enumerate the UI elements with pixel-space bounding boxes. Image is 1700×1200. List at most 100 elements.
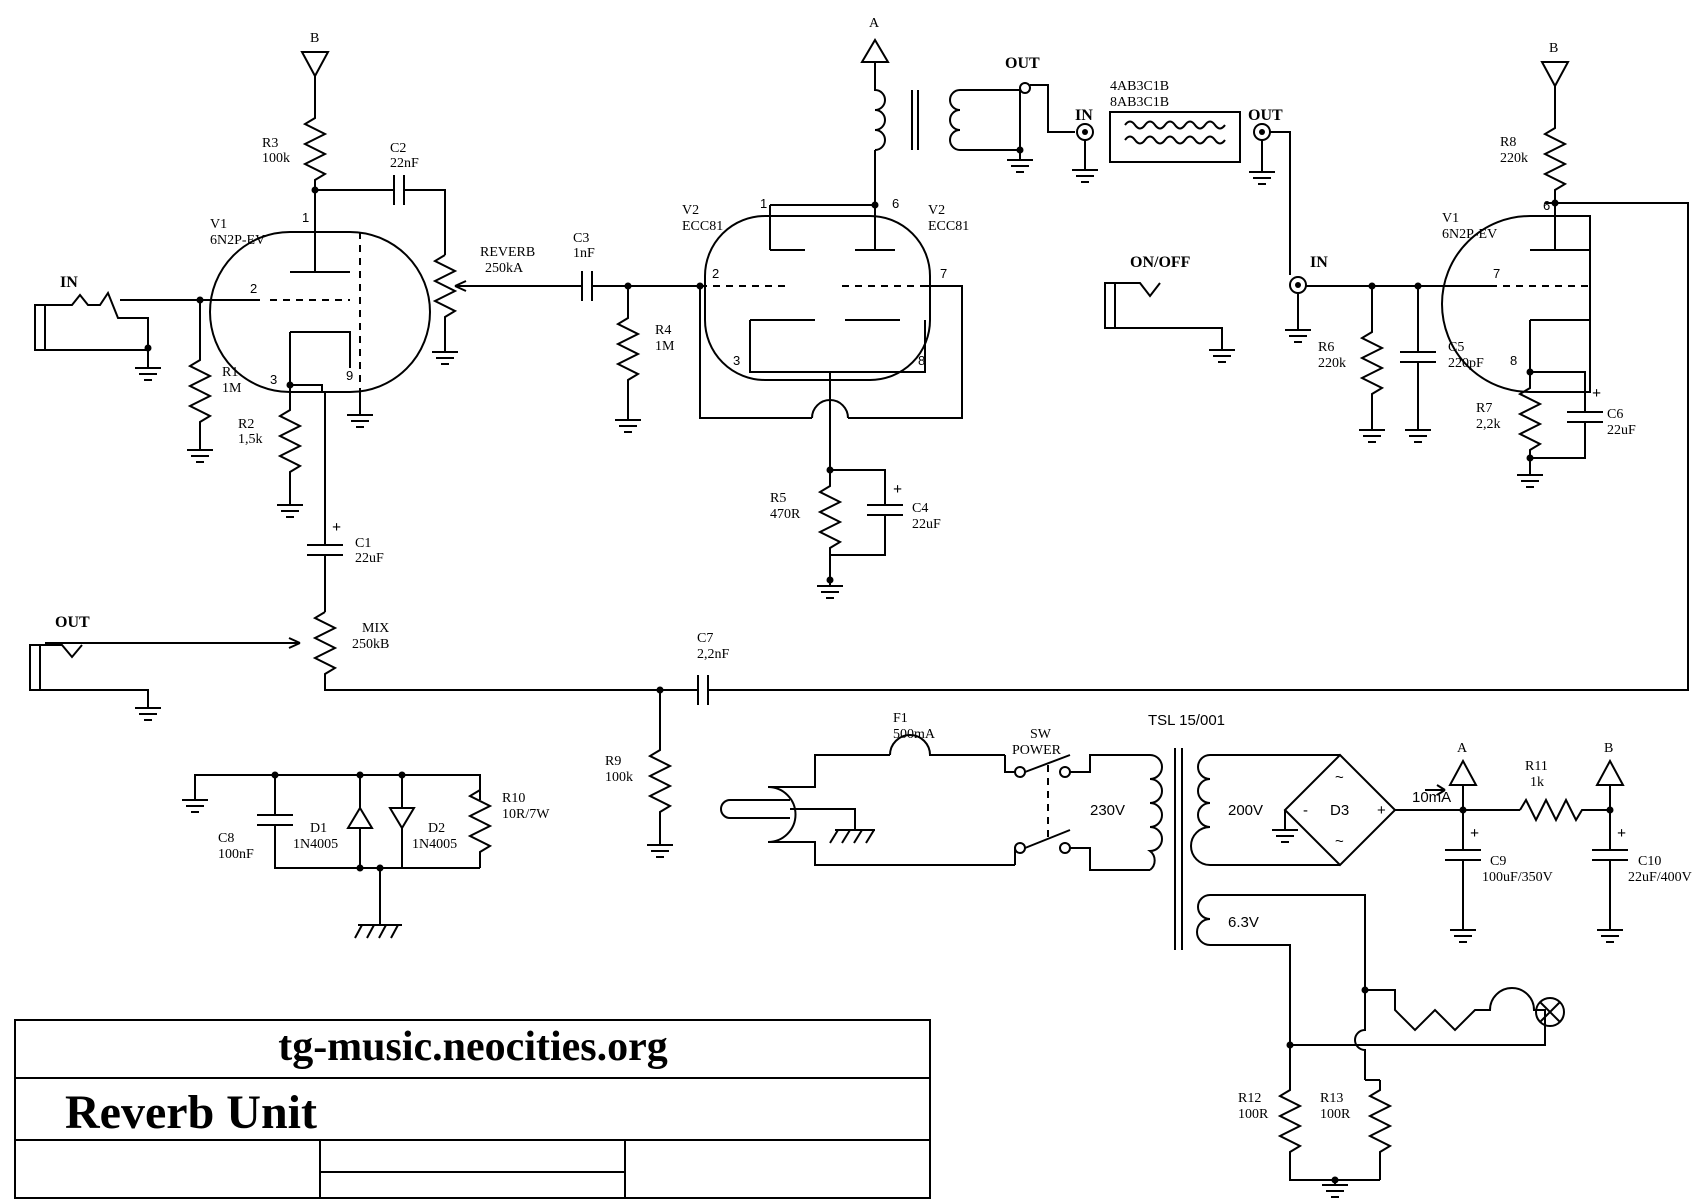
- ac-symbol: ~: [1335, 769, 1344, 786]
- c7-value: 2,2nF: [697, 647, 730, 662]
- v2-right-ref: V2: [928, 203, 945, 218]
- mix-value: 250kB: [352, 637, 389, 652]
- ground-icon: [187, 449, 213, 463]
- r5-ref: R5: [770, 491, 786, 506]
- v63-label: 6.3V: [1228, 914, 1259, 931]
- d2-value: 1N4005: [412, 837, 457, 852]
- capacitor-c3: [568, 271, 700, 301]
- mix-pot: [312, 202, 1689, 691]
- r1-value: 1M: [222, 381, 242, 396]
- rail-b-label: B: [310, 31, 319, 46]
- c2-value: 22nF: [390, 156, 419, 171]
- pin-label: 2: [250, 281, 257, 296]
- reverb-ref: REVERB: [480, 245, 535, 260]
- mains-plug-icon: [720, 799, 790, 819]
- tank-return-out-label: OUT: [1248, 107, 1283, 124]
- ground-icon: [1517, 474, 1543, 488]
- pin-label: 3: [270, 372, 277, 387]
- r7-ref: R7: [1476, 401, 1492, 416]
- transformer-label: TSL 15/001: [1148, 712, 1225, 729]
- c10-value: 22uF/400V: [1628, 870, 1692, 885]
- ground-icon: [647, 844, 673, 858]
- ground-icon: [1359, 429, 1385, 443]
- ground-lift: C8 100nF D1 1N4005 D2 1N4005 R10 10R/7W: [182, 771, 550, 939]
- resistor-r4: [615, 286, 641, 420]
- resistor-r3: [302, 76, 328, 192]
- r10-value: 10R/7W: [502, 807, 550, 822]
- output-jack-label: OUT: [55, 614, 90, 631]
- r13-value: 100R: [1320, 1107, 1351, 1122]
- sw-ref: SW: [1030, 727, 1052, 742]
- tank-model-1: 4AB3C1B: [1110, 79, 1169, 94]
- c2-ref: C2: [390, 141, 406, 156]
- output-jack-icon: [29, 644, 41, 691]
- input-stage: IN R1 1M 1 2 3 9 V1 6N2P-EV B R3 100k C2: [29, 31, 1689, 721]
- tank-model-2: 8AB3C1B: [1110, 95, 1169, 110]
- polarity-plus: +: [1592, 385, 1601, 402]
- diode-d1: [346, 775, 374, 868]
- resistor-r11: [1519, 797, 1610, 823]
- resistor-r6: [1359, 286, 1385, 430]
- chassis-ground-icon: [354, 868, 402, 939]
- output-transformer-secondary: [949, 89, 1020, 151]
- r9-value: 100k: [605, 770, 633, 785]
- d1-value: 1N4005: [293, 837, 338, 852]
- ground-icon: [135, 707, 161, 721]
- input-jack-icon: [34, 304, 46, 351]
- capacitor-c10: [1592, 810, 1628, 930]
- resistor-r7: [1517, 372, 1543, 475]
- r1-ref: R1: [222, 365, 238, 380]
- v1-right-ref: V1: [1442, 211, 1459, 226]
- power-transformer-primary: [1147, 754, 1163, 871]
- c3-value: 1nF: [573, 246, 595, 261]
- resistor-r10: [467, 775, 493, 868]
- resistor-r8: [1542, 86, 1568, 203]
- polarity-plus: +: [893, 481, 902, 498]
- ground-icon: [1322, 1180, 1348, 1198]
- v2-left-type: ECC81: [682, 219, 723, 234]
- polarity-minus: -: [1303, 802, 1308, 819]
- ground-icon: [1249, 140, 1275, 185]
- r4-value: 1M: [655, 339, 675, 354]
- r2-ref: R2: [238, 417, 254, 432]
- bridge-rectifier-d3: [1283, 753, 1397, 867]
- rail-a-psu-label: A: [1457, 741, 1468, 756]
- ground-icon: [1597, 929, 1623, 943]
- schematic-title: Reverb Unit: [65, 1086, 317, 1139]
- c9-value: 100uF/350V: [1482, 870, 1553, 885]
- r12-ref: R12: [1238, 1091, 1261, 1106]
- rail-b-psu-label: B: [1604, 741, 1613, 756]
- rail-a-label: A: [869, 16, 880, 31]
- c4-ref: C4: [912, 501, 928, 516]
- v200-label: 200V: [1228, 802, 1263, 819]
- f1-value: 500mA: [893, 727, 936, 742]
- pilot-lamp-icon: [1535, 997, 1565, 1027]
- c7-ref: C7: [697, 631, 713, 646]
- c6-value: 22uF: [1607, 423, 1636, 438]
- reverb-pot: [432, 254, 458, 350]
- ground-icon: [817, 580, 843, 599]
- v1-left-type: 6N2P-EV: [210, 233, 265, 248]
- current-label: 10mA: [1412, 789, 1451, 806]
- polarity-plus: +: [1377, 802, 1386, 819]
- resistor-r9: [647, 690, 673, 845]
- ground-icon: [432, 350, 458, 365]
- pin-label: 6: [1543, 198, 1550, 213]
- power-switch: [1014, 766, 1026, 778]
- rail-a-icon: [860, 38, 890, 63]
- resistor-r1: [187, 300, 213, 450]
- ground-icon: [1450, 929, 1476, 943]
- pin-label: 1: [302, 210, 309, 225]
- r2-value: 1,5k: [238, 432, 263, 447]
- r11-ref: R11: [1525, 759, 1548, 774]
- diode-d2: [388, 775, 416, 868]
- fuse-f1: [889, 734, 1005, 756]
- tube-v1-right: [1441, 215, 1591, 393]
- pin-label: 1: [760, 196, 767, 211]
- polarity-plus: +: [1617, 825, 1626, 842]
- title-block: tg-music.neocities.org Reverb Unit: [14, 1019, 931, 1199]
- tank-in-label: IN: [1075, 107, 1093, 124]
- c9-ref: C9: [1490, 854, 1506, 869]
- r3-value: 100k: [262, 151, 290, 166]
